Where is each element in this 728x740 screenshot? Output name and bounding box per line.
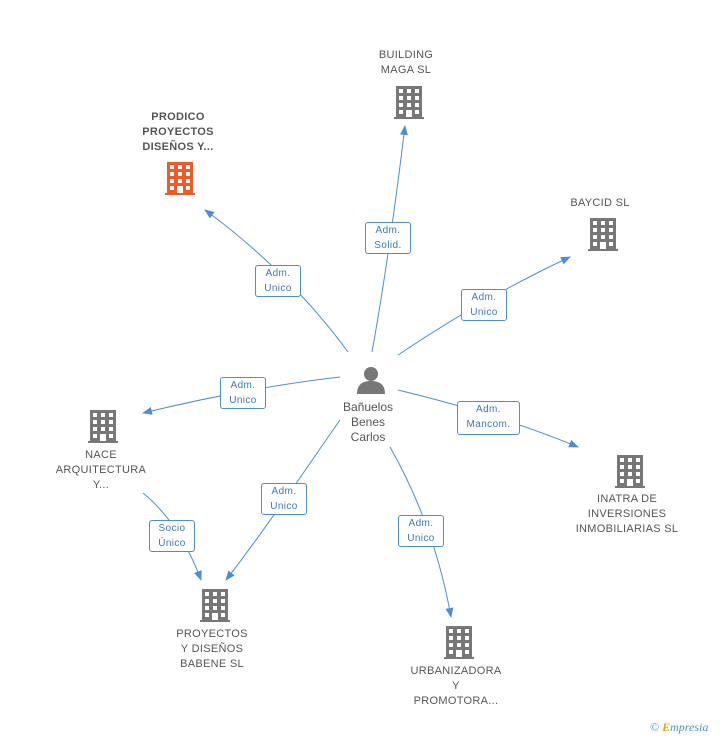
relation-label-proyectos: Adm. Unico [261,483,307,515]
building-icon[interactable] [394,86,424,119]
relation-label-nace: Adm. Unico [220,377,266,409]
relation-label-building: Adm. Solid. [365,222,411,254]
building-icon[interactable] [165,162,195,195]
building-icon[interactable] [88,410,118,443]
brand-logo-e: E [662,720,671,734]
relation-label-inatra: Adm. Mancom. [457,401,520,435]
relation-label-nace-proyectos: Socio Único [149,520,195,552]
brand-logo-text: mpresia [670,720,709,734]
person-name[interactable]: Bañuelos Benes Carlos [342,400,394,444]
building-icon[interactable] [588,218,618,251]
company-name-inatra[interactable]: INATRA DE INVERSIONES INMOBILIARIAS SL [575,493,679,535]
company-name-building[interactable]: BUILDING MAGA SL [378,49,434,76]
relation-label-prodico: Adm. Unico [255,265,301,297]
edges [142,125,579,618]
person-icon[interactable] [357,367,385,394]
company-name-baycid[interactable]: BAYCID SL [570,197,630,209]
building-icon[interactable] [615,455,645,488]
company-name-nace[interactable]: NACE ARQUITECTURA Y... [55,449,147,491]
copyright-icon: © [650,720,660,734]
company-name-urbanizadora[interactable]: URBANIZADORA Y PROMOTORA... [410,665,502,707]
company-name-proyectos[interactable]: PROYECTOS Y DISEÑOS BABENE SL [176,628,248,670]
building-icon[interactable] [200,589,230,622]
building-icon[interactable] [444,626,474,659]
relation-label-urbanizadora: Adm. Unico [398,515,444,547]
company-name-prodico[interactable]: PRODICO PROYECTOS DISEÑOS Y... [142,111,214,153]
relation-label-baycid: Adm. Unico [461,289,507,321]
footer-brand: © Empresia [650,720,708,735]
